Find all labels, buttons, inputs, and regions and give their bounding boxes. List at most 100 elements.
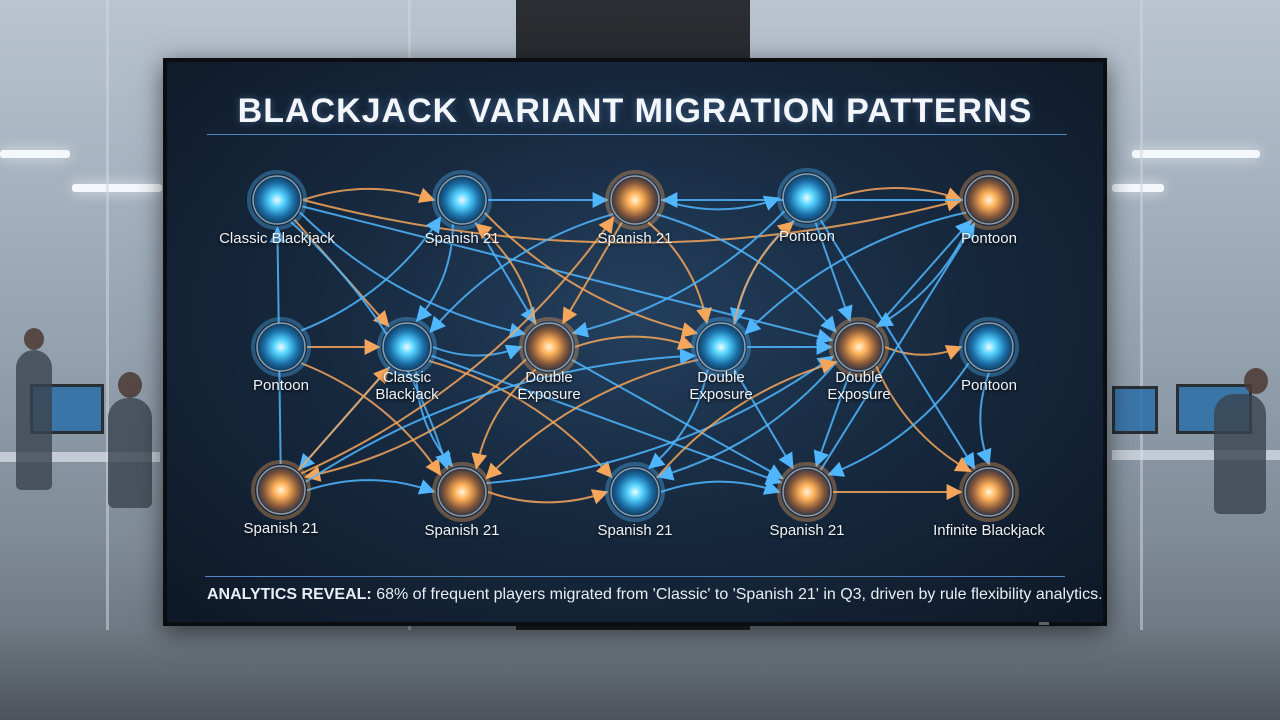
node-orb-n14: [610, 467, 660, 517]
office-worker-head: [1244, 368, 1268, 394]
node-n3: [605, 170, 665, 230]
node-n13: [432, 462, 492, 522]
node-n14: [605, 462, 665, 522]
ceiling-light: [72, 184, 162, 192]
edge-n13-n14: [487, 489, 609, 505]
edge-n8-n2: [475, 223, 537, 325]
node-n8: [519, 317, 579, 377]
edge-n6-n2: [300, 216, 442, 332]
edge-n11-n15: [827, 362, 970, 477]
edge-n3-n8: [562, 221, 623, 325]
glass-partition: [1140, 0, 1143, 640]
edge-n7-n8: [432, 344, 523, 360]
node-halo-n14: [605, 462, 665, 522]
ceiling-light: [1112, 184, 1164, 192]
edge-n7-n14: [428, 359, 613, 479]
node-halo-n7: [377, 317, 437, 377]
node-n6: [251, 317, 311, 377]
node-halo-n3: [605, 170, 665, 230]
ceiling-light: [1132, 150, 1260, 158]
edge-n3-n9: [647, 221, 712, 325]
node-orb-n16: [964, 467, 1014, 517]
node-label-n9: Double Exposure: [689, 369, 753, 403]
node-label-n13: Spanish 21: [424, 522, 500, 539]
node-orb-n4: [782, 173, 832, 223]
edge-n5-n9: [744, 211, 967, 335]
edge-n3-n10: [656, 213, 837, 333]
node-orb-n1: [252, 175, 302, 225]
office-worker: [16, 350, 52, 490]
node-n11: [959, 317, 1019, 377]
edge-n14-n15: [660, 479, 781, 495]
node-n16: [959, 462, 1019, 522]
node-halo-n4: [777, 168, 837, 228]
node-orb-n13: [437, 467, 487, 517]
node-orb-n11: [964, 322, 1014, 372]
desk-monitor: [1112, 386, 1158, 434]
footer-text: 68% of frequent players migrated from 'C…: [371, 586, 1103, 603]
node-halo-n10: [829, 317, 889, 377]
edge-n4-n8: [571, 210, 786, 338]
node-halo-n13: [432, 462, 492, 522]
node-n12: [251, 460, 311, 520]
edge-n15-n5: [819, 222, 976, 471]
edge-n4-n10: [814, 222, 853, 323]
edge-n9-n15: [733, 368, 794, 470]
edge-n12-n13: [306, 479, 436, 495]
edge-n8-n13: [471, 368, 537, 470]
diagram-title: BLACKJACK VARIANT MIGRATION PATTERNS: [237, 92, 1033, 130]
node-n9: [691, 317, 751, 377]
power-indicator: [1039, 622, 1049, 625]
node-label-n7: Classic Blackjack: [375, 369, 439, 403]
desk: [0, 452, 160, 462]
node-halo-n11: [959, 317, 1019, 377]
node-label-n14: Spanish 21: [597, 522, 673, 539]
node-orb-n8: [524, 322, 574, 372]
node-n15: [777, 462, 837, 522]
wall-display: BLACKJACK VARIANT MIGRATION PATTERNS: [163, 58, 1107, 626]
node-label-n6: Pontoon: [253, 377, 309, 394]
display-panel: BLACKJACK VARIANT MIGRATION PATTERNS: [167, 62, 1103, 622]
edge-n12-n9: [305, 348, 696, 483]
node-orb-n3: [610, 175, 660, 225]
edge-n2-n7: [415, 224, 454, 322]
edge-n10-n11: [884, 345, 963, 360]
edge-n10-n14: [656, 360, 838, 481]
edge-n1-n2: [302, 187, 436, 203]
node-label-n16: Infinite Blackjack: [933, 522, 1045, 539]
node-label-n8: Double Exposure: [517, 369, 581, 403]
node-label-n4: Pontoon: [779, 228, 835, 245]
node-label-n10: Double Exposure: [827, 369, 891, 403]
edge-n9-n13: [485, 358, 699, 480]
footer-divider: [205, 576, 1065, 577]
node-halo-n12: [251, 460, 311, 520]
edge-n4-n5: [832, 187, 963, 203]
edge-n11-n16: [976, 372, 992, 466]
node-label-n12: Spanish 21: [243, 520, 319, 537]
node-n5: [959, 170, 1019, 230]
edge-n9-n14: [648, 369, 709, 469]
edge-n9-n4: [733, 221, 795, 325]
node-orb-n15: [782, 467, 832, 517]
edge-n8-n12: [304, 358, 527, 482]
node-halo-n15: [777, 462, 837, 522]
title-divider: [207, 134, 1067, 135]
edge-n13-n10: [486, 355, 835, 485]
node-label-n11: Pontoon: [961, 377, 1017, 394]
desk: [1112, 450, 1280, 460]
edge-n6-n13: [300, 362, 442, 476]
edge-n10-n16: [875, 365, 972, 473]
office-worker-head: [24, 328, 44, 350]
edge-n12-n3: [300, 216, 615, 475]
node-label-n5: Pontoon: [961, 230, 1017, 247]
node-orb-n12: [256, 465, 306, 515]
node-orb-n2: [437, 175, 487, 225]
edge-n8-n15: [571, 358, 784, 480]
edge-n2-n9: [483, 212, 699, 338]
footer-lead: ANALYTICS REVEAL:: [207, 586, 372, 603]
node-halo-n1: [247, 170, 307, 230]
node-halo-n9: [691, 317, 751, 377]
node-halo-n16: [959, 462, 1019, 522]
node-orb-n5: [964, 175, 1014, 225]
edge-n7-n13: [415, 371, 454, 468]
